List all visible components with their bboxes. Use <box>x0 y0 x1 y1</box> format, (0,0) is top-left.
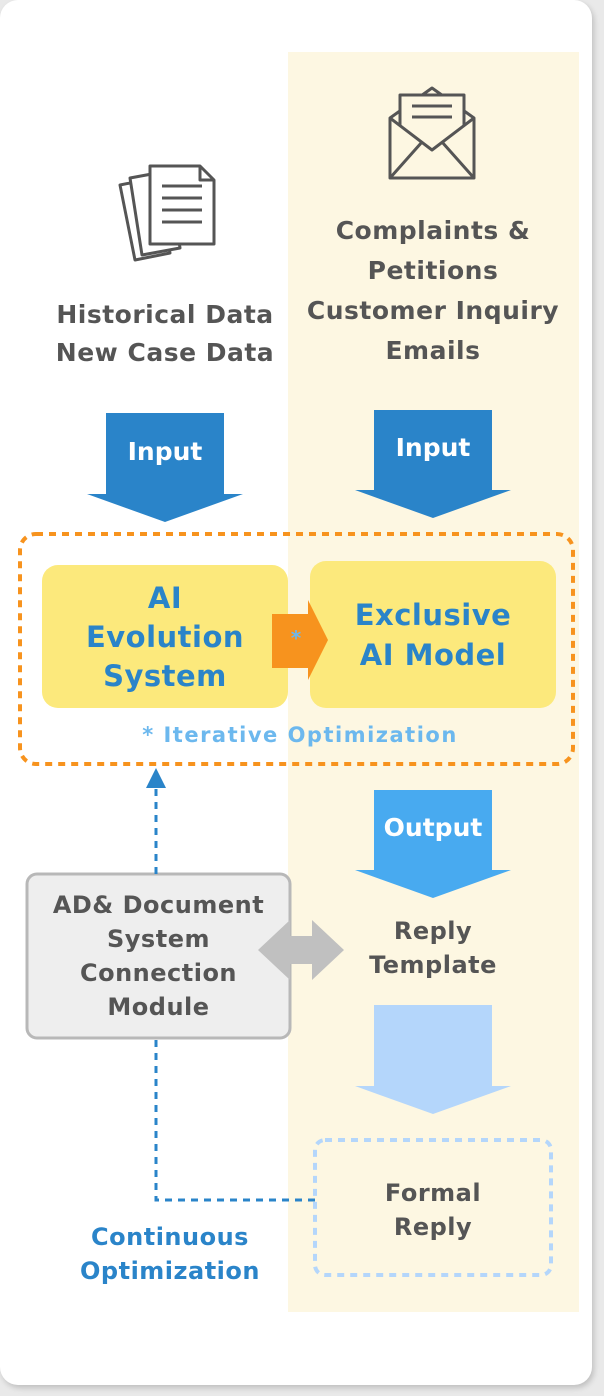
module-line: Module <box>107 993 210 1021</box>
right-input-arrow <box>355 410 511 518</box>
module-line: Connection <box>79 959 238 987</box>
reply-template-line: Template <box>369 951 497 979</box>
right-input-line: Complaints & <box>335 216 531 245</box>
evolution-line: Evolution <box>85 620 245 654</box>
right-input-line: Petitions <box>367 256 499 285</box>
exclusive-ai-model-box <box>310 561 556 708</box>
continuous-optimization-label: Continuous Optimization <box>55 1220 285 1288</box>
ai-evolution-system-box <box>42 565 288 708</box>
formal-reply-line: Formal <box>384 1179 482 1207</box>
right-input-line: Emails <box>385 336 481 365</box>
feedback-line: Continuous <box>91 1223 249 1251</box>
feedback-line: Optimization <box>80 1257 260 1285</box>
output-arrow-label: Output <box>383 813 483 842</box>
connector-asterisk: * <box>290 626 302 650</box>
iterative-optimization-frame <box>18 532 575 766</box>
output-arrow <box>355 790 511 898</box>
envelope-icon <box>388 86 476 180</box>
model-line: AI Model <box>359 638 507 672</box>
right-input-line: Customer Inquiry <box>306 296 560 325</box>
evolution-to-model-arrow <box>272 600 328 680</box>
diagram-shapes <box>18 86 575 1277</box>
reply-template-line: Reply <box>393 917 473 945</box>
left-input-title: Historical Data New Case Data <box>40 296 290 372</box>
reply-template-label: Reply Template <box>323 914 543 982</box>
left-input-line: New Case Data <box>55 338 275 367</box>
formal-reply-label: Formal Reply <box>315 1176 551 1244</box>
template-to-reply-arrow <box>355 1005 511 1114</box>
left-input-arrow <box>87 413 243 522</box>
continuous-optimization-line <box>154 1040 315 1202</box>
right-input-title: Complaints & Petitions Customer Inquiry … <box>293 211 573 371</box>
formal-reply-line: Reply <box>393 1213 473 1241</box>
formal-reply-box <box>313 1138 553 1277</box>
module-line: AD& Document <box>52 891 265 919</box>
right-input-arrow-label: Input <box>395 433 471 462</box>
exclusive-ai-model-label: Exclusive AI Model <box>310 595 556 675</box>
left-input-line: Historical Data <box>56 300 274 329</box>
model-line: Exclusive <box>354 598 512 632</box>
evolution-line: System <box>103 659 227 693</box>
bidirectional-arrow <box>258 920 344 980</box>
iterative-optimization-note: * Iterative Optimization <box>142 723 458 747</box>
feedback-arrowhead <box>146 768 166 788</box>
evolution-line: AI <box>147 581 183 615</box>
module-line: System <box>107 925 210 953</box>
documents-icon <box>118 164 216 262</box>
ai-evolution-system-label: AI Evolution System <box>42 579 288 696</box>
diagram-card: Historical Data New Case Data Complaints… <box>0 0 592 1385</box>
left-input-arrow-label: Input <box>127 437 203 466</box>
connection-module-label: AD& Document System Connection Module <box>27 888 290 1024</box>
